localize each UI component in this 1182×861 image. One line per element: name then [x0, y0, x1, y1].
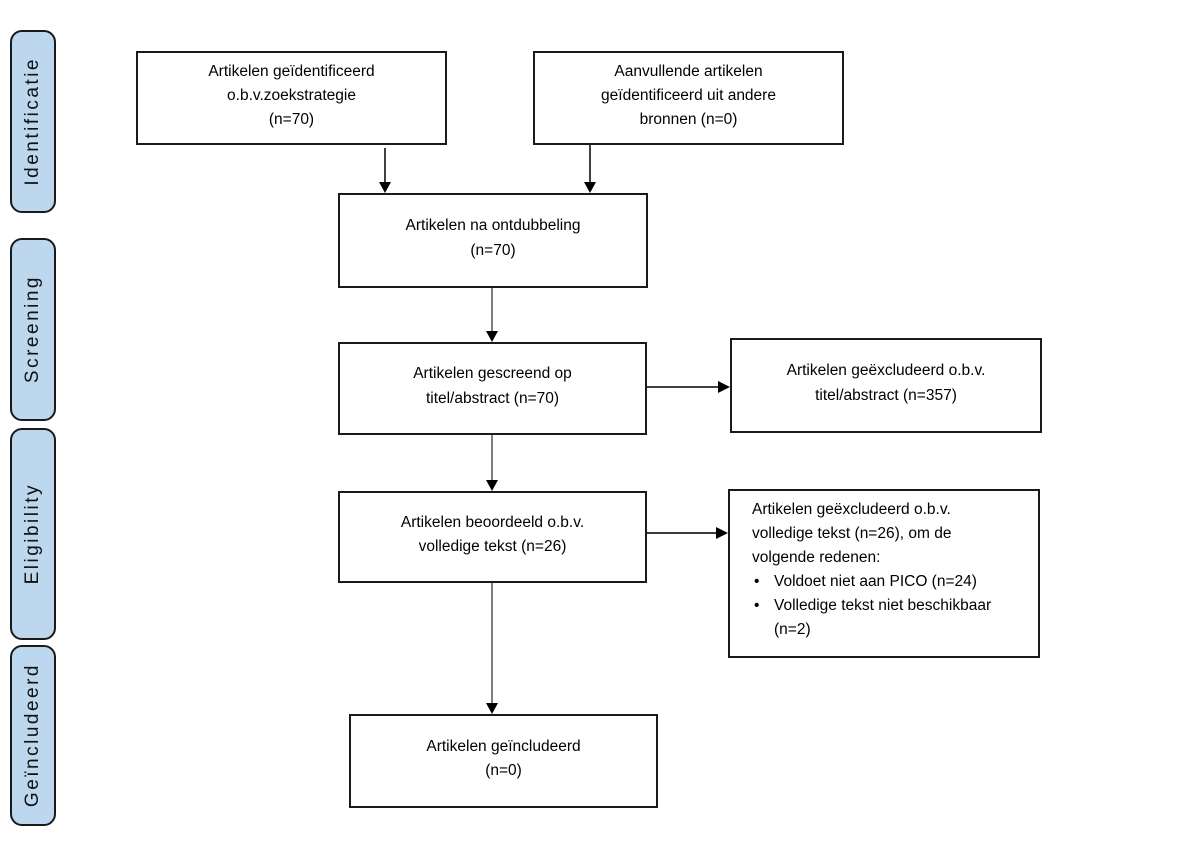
arrow-down-icon-dedup-to-screened: [486, 288, 498, 342]
excluded-reason-item: • Voldoet niet aan PICO (n=24): [752, 570, 1030, 594]
flow-box-articles-identified: Artikelen geïdentificeerd o.b.v.zoekstra…: [136, 51, 447, 145]
flow-box-screened-title-abstract: Artikelen gescreend op titel/abstract (n…: [338, 342, 647, 435]
bullet-icon: •: [754, 573, 760, 591]
flow-box-additional-articles: Aanvullende artikelen geïdentificeerd ui…: [533, 51, 844, 145]
bullet-icon: •: [754, 597, 760, 615]
stage-label-eligibility: Eligibility: [10, 428, 56, 640]
arrow-right-icon-screened-to-excluded: [647, 381, 730, 393]
flow-box-excluded-title-abstract: Artikelen geëxcludeerd o.b.v. titel/abst…: [730, 338, 1042, 433]
stage-label-screening-text: Screening: [22, 275, 43, 384]
excluded-reason-unavailable: Volledige tekst niet beschikbaar (n=2): [774, 597, 992, 639]
arrow-right-icon-assessed-to-excluded: [647, 527, 728, 539]
arrow-down-icon-identified-to-dedup: [379, 148, 391, 193]
arrow-down-icon-assessed-to-included: [486, 583, 498, 714]
arrow-down-icon-screened-to-assessed: [486, 435, 498, 491]
stage-label-included: Geïncludeerd: [10, 645, 56, 826]
flow-box-excluded-fulltext: Artikelen geëxcludeerd o.b.v. volledige …: [728, 489, 1040, 658]
flow-box-fulltext-assessed: Artikelen beoordeeld o.b.v. volledige te…: [338, 491, 647, 583]
excluded-reason-pico: Voldoet niet aan PICO (n=24): [774, 573, 977, 591]
arrow-down-icon-additional-to-dedup: [584, 145, 596, 193]
excluded-fulltext-intro: Artikelen geëxcludeerd o.b.v. volledige …: [752, 501, 952, 567]
excluded-reason-item: • Volledige tekst niet beschikbaar (n=2): [752, 594, 1030, 642]
stage-label-eligibility-text: Eligibility: [22, 483, 43, 585]
stage-label-included-text: Geïncludeerd: [22, 663, 43, 808]
stage-label-identification-text: Identificatie: [22, 57, 43, 186]
flow-box-after-deduplication: Artikelen na ontdubbeling (n=70): [338, 193, 648, 288]
stage-label-screening: Screening: [10, 238, 56, 421]
stage-label-identification: Identificatie: [10, 30, 56, 213]
flow-box-articles-included: Artikelen geïncludeerd (n=0): [349, 714, 658, 808]
